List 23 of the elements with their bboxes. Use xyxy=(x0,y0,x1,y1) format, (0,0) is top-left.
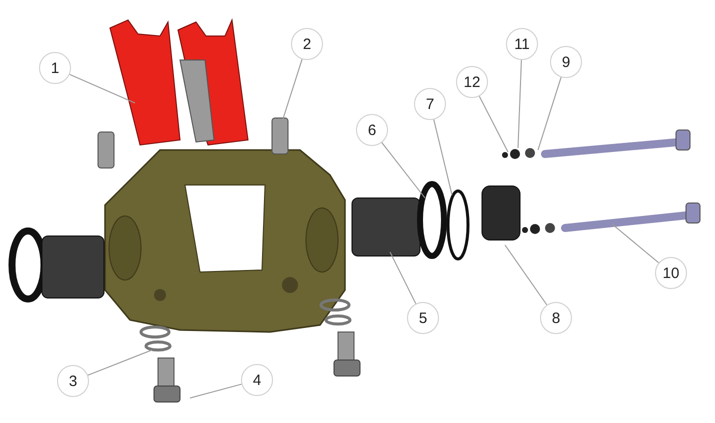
callout-number: 1 xyxy=(39,52,71,84)
leader-line xyxy=(433,119,452,196)
leader-line xyxy=(390,252,416,304)
callout-number: 9 xyxy=(550,46,582,78)
leader-line xyxy=(504,244,548,306)
callout-number: 8 xyxy=(540,302,572,334)
callout-number: 2 xyxy=(291,28,323,60)
leader-line xyxy=(478,96,508,152)
callout-number: 12 xyxy=(456,66,488,98)
callout-number: 7 xyxy=(414,88,446,120)
leader-line xyxy=(381,142,426,198)
leader-line xyxy=(538,76,562,150)
callout-number: 6 xyxy=(356,114,388,146)
leader-line xyxy=(518,60,522,148)
leader-line xyxy=(612,224,660,264)
callout-number: 11 xyxy=(506,28,538,60)
callout-number: 3 xyxy=(57,365,89,397)
leader-line xyxy=(69,74,136,104)
callout-number: 5 xyxy=(407,302,439,334)
leader-line xyxy=(87,350,152,376)
callout-number: 4 xyxy=(241,364,273,396)
leader-line xyxy=(190,384,242,398)
callout-number: 10 xyxy=(655,257,687,289)
